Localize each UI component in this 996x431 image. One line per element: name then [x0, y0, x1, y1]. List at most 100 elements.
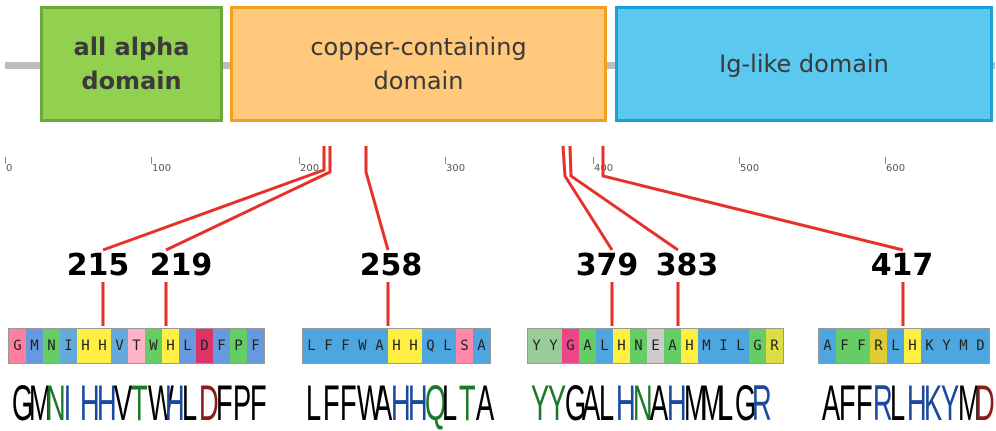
residue-cell: G [562, 329, 579, 363]
residue-cell: M [698, 329, 715, 363]
logo-letter: H [79, 375, 100, 431]
residue-cell: M [955, 329, 972, 363]
residue-cell: A [371, 329, 388, 363]
logo-letter: Y [530, 375, 550, 431]
logo-letter: D [198, 375, 219, 431]
residue-cell: F [853, 329, 870, 363]
logo-letter: H [906, 375, 927, 431]
domain-label: Ig-like domain [719, 50, 889, 78]
residue-cell: H [77, 329, 94, 363]
domain-label: copper-containing domain [310, 33, 527, 95]
logo-letter: H [164, 375, 185, 431]
residue-cell: A [664, 329, 681, 363]
connector-417 [601, 146, 904, 252]
logo-letter: H [615, 375, 636, 431]
residue-cell: R [766, 329, 783, 363]
residue-cell: F [247, 329, 264, 363]
position-label: 417 [870, 248, 934, 283]
residue-cell: N [630, 329, 647, 363]
logo-letter: R [751, 375, 772, 431]
logo-letter: H [666, 375, 687, 431]
residue-cell: P [230, 329, 247, 363]
position-label: 215 [66, 248, 130, 283]
residue-cell: K [921, 329, 938, 363]
residue-cell: D [972, 329, 989, 363]
logo-letter: L [181, 375, 198, 431]
residue-cell: M [26, 329, 43, 363]
residue-cell: I [715, 329, 732, 363]
logo-letter: H [96, 375, 117, 431]
logo-letter: W [147, 375, 174, 431]
logo-letter: H [390, 375, 411, 431]
residue-cell: A [473, 329, 490, 363]
residue-cell: W [145, 329, 162, 363]
ig-like-domain: Ig-like domain [615, 6, 993, 122]
connector-379 [561, 145, 614, 251]
logo-letter: L [598, 375, 615, 431]
logo-letter: M [28, 375, 52, 431]
residue-cell: Y [545, 329, 562, 363]
residue-cell: S [456, 329, 473, 363]
axis-tick: 500 [738, 157, 760, 174]
position-label: 379 [575, 248, 639, 283]
logo-letter: M [957, 375, 981, 431]
residue-cell: F [836, 329, 853, 363]
logo-letter: W [356, 375, 383, 431]
logo-letter: P [232, 375, 252, 431]
logo-letter: Q [424, 375, 447, 431]
logo-letter: N [45, 375, 66, 431]
logo-letter: Y [547, 375, 567, 431]
logo-letter: F [215, 375, 233, 431]
axis-tick: 600 [884, 157, 906, 174]
logo-letter: N [632, 375, 653, 431]
residue-cell: V [111, 329, 128, 363]
residue-cell: E [647, 329, 664, 363]
logo-letter: H [407, 375, 428, 431]
all-alpha-domain: all alpha domain [40, 6, 223, 122]
axis-tick: 200 [298, 157, 320, 174]
logo-letter: K [923, 375, 943, 431]
residue-cell: L [596, 329, 613, 363]
logo-letter: V [113, 375, 133, 431]
logo-letter: L [889, 375, 906, 431]
logo-letter: Y [940, 375, 960, 431]
residue-cell: H [405, 329, 422, 363]
position-label: 383 [655, 248, 719, 283]
logo-letter: L [441, 375, 458, 431]
residue-cell: G [9, 329, 26, 363]
logo-letter: L [305, 375, 322, 431]
logo-letter: F [322, 375, 340, 431]
residue-cell: H [904, 329, 921, 363]
axis-tick: 0 [4, 157, 13, 174]
residue-cell: L [887, 329, 904, 363]
logo-letter: G [11, 375, 34, 431]
logo-letter: T [130, 375, 148, 431]
residue-cell: T [128, 329, 145, 363]
residue-cell: D [196, 329, 213, 363]
position-label: 258 [359, 248, 423, 283]
connector-219 [165, 146, 332, 252]
logo-letter: M [700, 375, 724, 431]
residue-cell: H [613, 329, 630, 363]
logo-letter: A [581, 375, 601, 431]
residue-cell: F [337, 329, 354, 363]
logo-letter: F [339, 375, 357, 431]
logo-letter: F [855, 375, 873, 431]
residue-cell: L [303, 329, 320, 363]
logo-letter: A [649, 375, 669, 431]
logo-letter: M [683, 375, 707, 431]
logo-letter: T [458, 375, 476, 431]
residue-cell: Q [422, 329, 439, 363]
logo-letter: A [475, 375, 495, 431]
residue-cell: Y [938, 329, 955, 363]
residue-cell: L [179, 329, 196, 363]
residue-cell: W [354, 329, 371, 363]
residue-cell: A [579, 329, 596, 363]
